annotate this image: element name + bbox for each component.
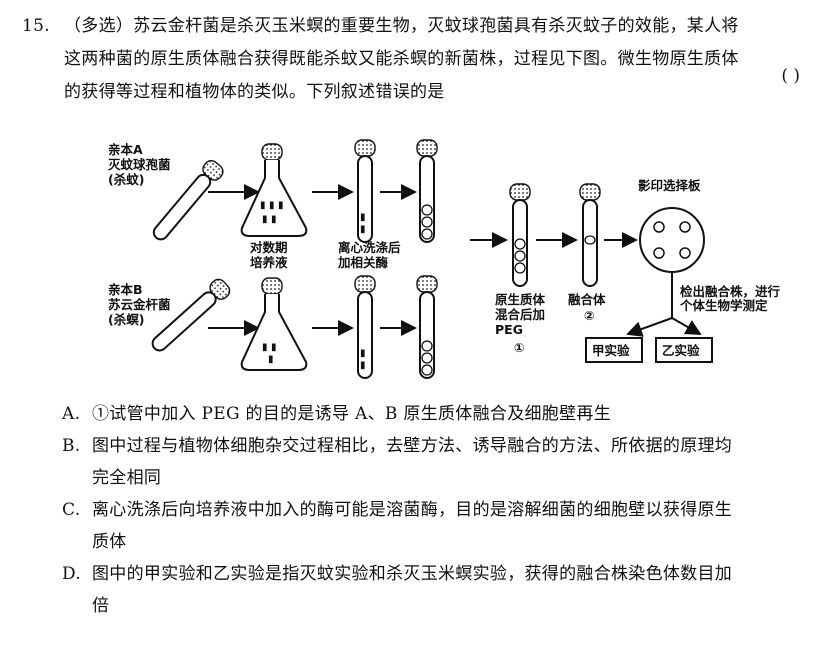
detect-label-2: 个体生物学测定 (679, 298, 768, 313)
svg-text:▮ ▮: ▮ ▮ (262, 342, 277, 353)
mix-label-3: PEG (495, 322, 523, 337)
replica-plate (639, 207, 705, 273)
mix-label-4: ① (514, 340, 525, 355)
svg-text:▮: ▮ (268, 354, 274, 365)
tube-mix (509, 183, 531, 287)
flask-B: ▮ ▮ ▮ (240, 277, 308, 371)
wash-label-1: 离心洗涤后 (338, 240, 401, 255)
question-line-1: 15.（多选）苏云金杆菌是杀灭玉米螟的重要生物，灭蚊球孢菌具有杀灭蚊子的效能，某… (22, 10, 798, 43)
mix-label-2: 混合后加 (495, 307, 545, 322)
parentA-label-3: (杀蚊) (108, 172, 144, 187)
wash-label-2: 加相关酶 (337, 255, 389, 270)
plate-label: 影印选择板 (638, 178, 701, 193)
tube-fusion (579, 183, 601, 287)
svg-text:▮ ▮ ▮: ▮ ▮ ▮ (260, 200, 283, 211)
option-d[interactable]: D. 图中的甲实验和乙实验是指灭蚊实验和杀灭玉米螟实验，获得的融合株染色体数目加… (62, 564, 733, 616)
box-yi-label: 乙实验 (662, 343, 700, 358)
option-c[interactable]: C. 离心洗涤后向培养液中加入的酶可能是溶菌酶，目的是溶解细菌的细胞壁以获得原生… (62, 500, 733, 552)
fusion-label-1: 融合体 (568, 292, 606, 307)
parentB-label-3: (杀螟) (108, 312, 144, 327)
option-b[interactable]: B. 图中过程与植物体细胞杂交过程相比，去壁方法、诱导融合的方法、所依据的原理均… (62, 436, 733, 488)
arrow-yi (671, 317, 702, 335)
flask-label-2: 培养液 (250, 255, 288, 270)
box-jia (585, 337, 643, 363)
parentA-label-1: 亲本A (108, 142, 143, 157)
question-stem: 15.（多选）苏云金杆菌是杀灭玉米螟的重要生物，灭蚊球孢菌具有杀灭蚊子的效能，某… (22, 10, 798, 109)
detect-label-1: 检出融合株，进行 (680, 284, 781, 299)
parentA-label-2: 灭蚊球孢菌 (107, 157, 171, 172)
question-number: 15. (22, 16, 50, 36)
svg-text:▮ ▮: ▮ ▮ (262, 214, 277, 225)
svg-text:▮: ▮ (360, 224, 366, 235)
svg-text:▮: ▮ (360, 348, 366, 359)
flask-A: ▮ ▮ ▮ ▮ ▮ (240, 143, 308, 237)
svg-text:▮: ▮ (360, 360, 366, 371)
tube-B-upright: ▮ ▮ (354, 275, 376, 379)
tube-B-protoplast (416, 275, 438, 379)
tube-A-tilted (152, 159, 224, 241)
fusion-label-2: ② (584, 308, 595, 323)
tube-A-upright: ▮ ▮ (354, 139, 376, 243)
question-type: （多选） (64, 16, 134, 36)
mix-label-1: 原生质体 (495, 292, 546, 307)
question-line-3: 的获得等过程和植物体的类似。下列叙述错误的是 (64, 82, 445, 102)
tube-B-tilted (151, 278, 231, 352)
flask-label-1: 对数期 (250, 240, 288, 255)
arrow-jia (626, 317, 673, 337)
svg-text:▮: ▮ (360, 212, 366, 223)
box-yi (655, 337, 713, 363)
tube-A-protoplast (416, 139, 438, 243)
parentB-label-1: 亲本B (108, 282, 143, 297)
process-diagram: 亲本A 灭蚊球孢菌 (杀蚊) ▮ ▮ ▮ ▮ ▮ 对数期 培养液 ▮ ▮ 离心洗… (107, 139, 781, 379)
option-a[interactable]: A. ①试管中加入 PEG 的目的是诱导 A、B 原生质体融合及细胞壁再生 (62, 404, 612, 424)
box-jia-label: 甲实验 (592, 343, 630, 358)
answer-bracket: ( ) (781, 66, 800, 86)
question-line-2: 这两种菌的原生质体融合获得既能杀蚊又能杀螟的新菌株，过程见下图。微生物原生质体 (64, 49, 739, 69)
options-list: A. ①试管中加入 PEG 的目的是诱导 A、B 原生质体融合及细胞壁再生 B.… (62, 398, 802, 622)
parentB-label-2: 苏云金杆菌 (108, 297, 171, 312)
